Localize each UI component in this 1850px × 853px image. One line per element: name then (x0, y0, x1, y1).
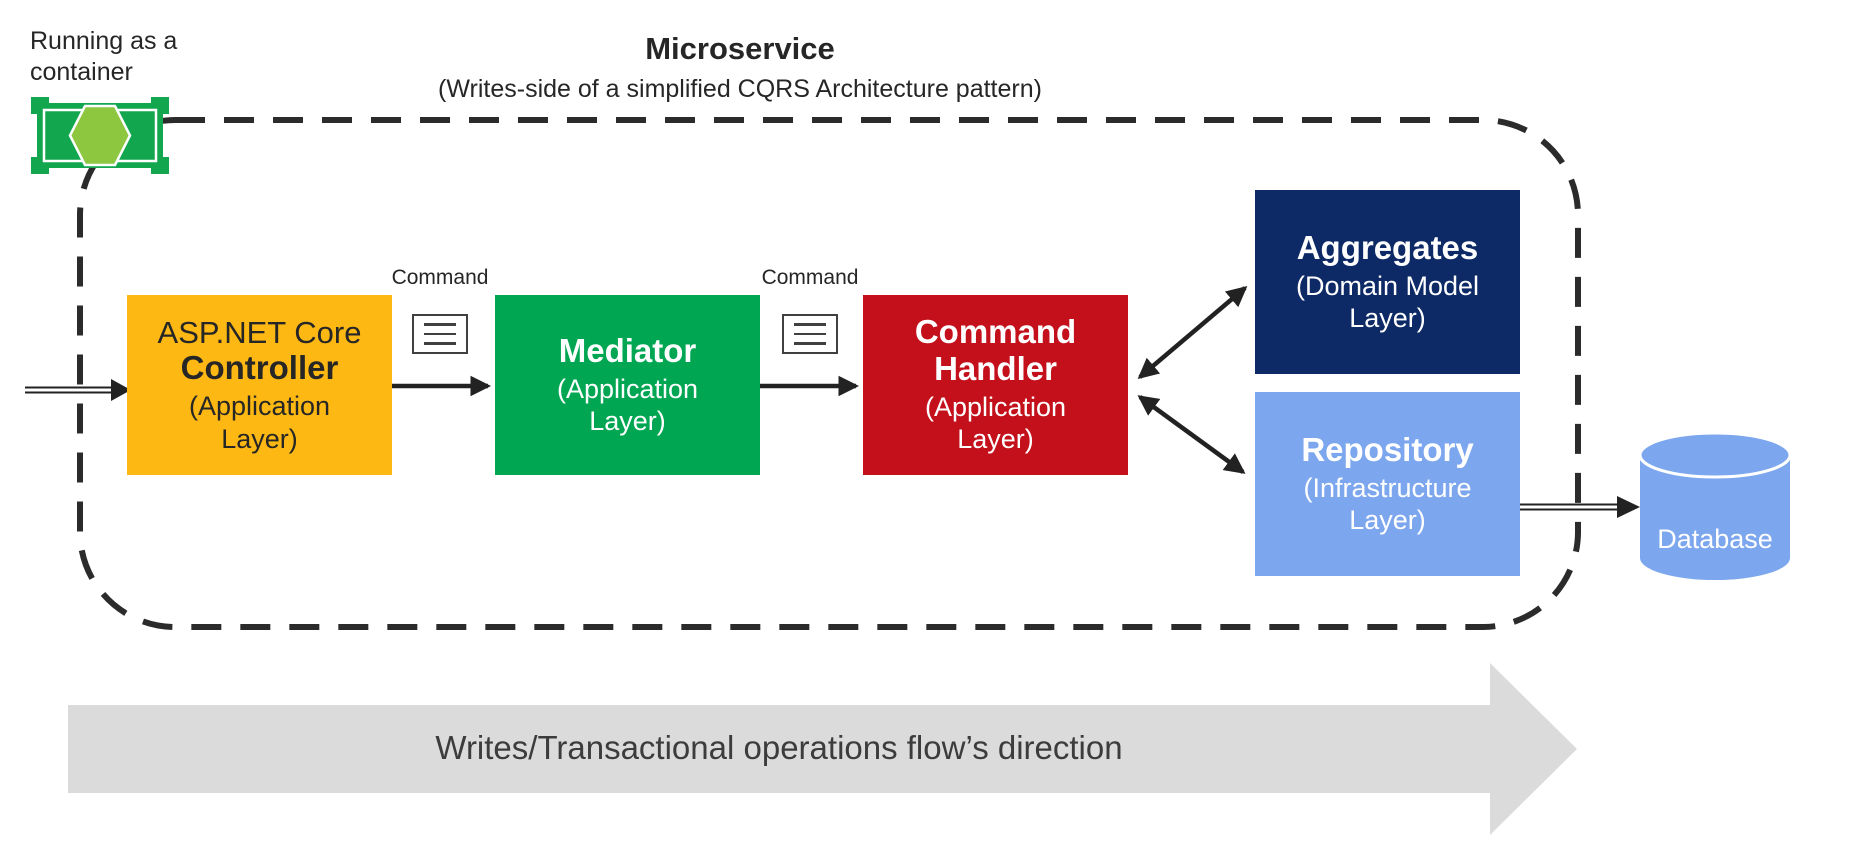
mediator-title: Mediator (558, 331, 697, 369)
flow-direction-label: Writes/Transactional operations flow’s d… (435, 729, 1123, 766)
arrow-repository-to-database (1520, 496, 1640, 518)
node-aggregates: Aggregates (Domain Model Layer) (1255, 190, 1520, 374)
controller-title: Controller (180, 349, 339, 387)
arrow-commandhandler-aggregates (1137, 285, 1248, 380)
command-handler-layer: (Application Layer) (924, 392, 1067, 455)
microservice-subtitle: (Writes-side of a simplified CQRS Archit… (438, 74, 1042, 103)
node-command-handler: Command Handler (Application Layer) (863, 295, 1128, 475)
command-message-icon-1 (412, 314, 468, 354)
mediator-layer: (Application Layer) (556, 373, 699, 436)
microservice-title: Microservice (645, 31, 835, 66)
microservice-boundary (77, 117, 1581, 630)
repository-title: Repository (1301, 430, 1474, 468)
database-label: Database (1657, 524, 1773, 554)
command-message-label-1: Command (391, 266, 489, 289)
controller-layer: (Application Layer) (188, 391, 331, 454)
node-repository: Repository (Infrastructure Layer) (1255, 392, 1520, 576)
aggregates-title: Aggregates (1296, 228, 1479, 266)
diagram-header: Microservice (Writes-side of a simplifie… (370, 30, 1110, 104)
repository-layer: (Infrastructure Layer) (1303, 472, 1472, 535)
incoming-request-arrow (25, 379, 131, 401)
running-as-container-label: Running as a container (30, 27, 178, 86)
aggregates-layer: (Domain Model Layer) (1295, 270, 1480, 333)
database-cylinder-icon (1638, 431, 1792, 580)
controller-pretitle: ASP.NET Core (157, 314, 362, 350)
arrow-commandhandler-repository (1137, 395, 1246, 474)
container-icon (31, 97, 169, 174)
command-message-label-2: Command (761, 266, 859, 289)
node-mediator: Mediator (Application Layer) (495, 295, 760, 475)
flow-direction-arrow (68, 663, 1577, 835)
command-message-icon-2 (782, 314, 838, 354)
node-aspnet-controller: ASP.NET Core Controller (Application Lay… (127, 295, 392, 475)
command-handler-title: Command Handler (914, 313, 1077, 388)
